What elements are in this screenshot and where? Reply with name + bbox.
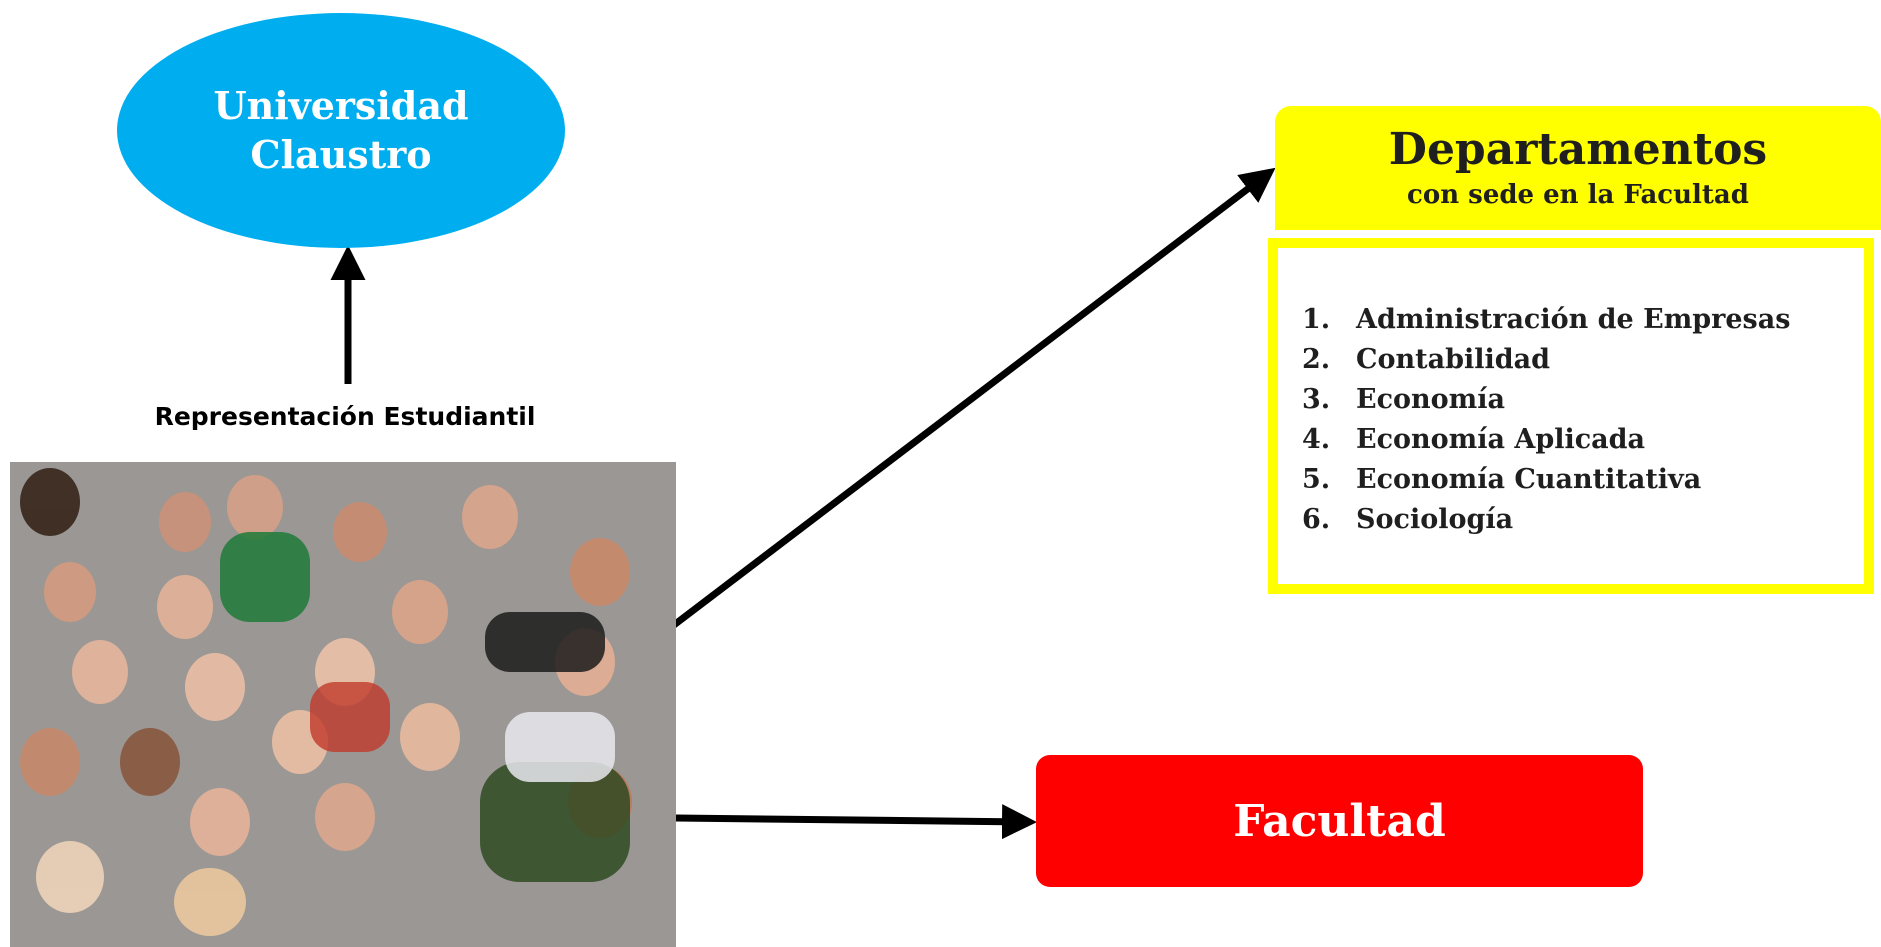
departamentos-list: 1.Administración de Empresas 2.Contabili… xyxy=(1302,300,1790,540)
list-item: 5.Economía Cuantitativa xyxy=(1302,464,1702,495)
facultad-label: Facultad xyxy=(1233,795,1446,847)
departamentos-list-box: 1.Administración de Empresas 2.Contabili… xyxy=(1268,238,1874,594)
departamentos-header: Departamentos con sede en la Facultad xyxy=(1275,106,1881,230)
list-item: 4.Economía Aplicada xyxy=(1302,424,1646,455)
universidad-claustro-node: Universidad Claustro xyxy=(117,13,565,248)
list-item: 3.Economía xyxy=(1302,384,1505,415)
departamentos-title: Departamentos xyxy=(1388,124,1768,175)
list-item: 6.Sociología xyxy=(1302,504,1514,535)
claustro-label: Claustro xyxy=(250,131,432,177)
departamentos-subtitle: con sede en la Facultad xyxy=(1407,180,1749,211)
arrow-to-departamentos xyxy=(667,167,1276,631)
facultad-node: Facultad xyxy=(1036,755,1643,887)
universidad-label: Universidad xyxy=(213,82,469,128)
list-item: 2.Contabilidad xyxy=(1302,344,1550,375)
students-group-photo xyxy=(10,462,676,947)
arrow-to-facultad xyxy=(675,804,1037,840)
list-item: 1.Administración de Empresas xyxy=(1302,304,1791,335)
representacion-estudiantil-label: Representación Estudiantil xyxy=(154,402,536,431)
